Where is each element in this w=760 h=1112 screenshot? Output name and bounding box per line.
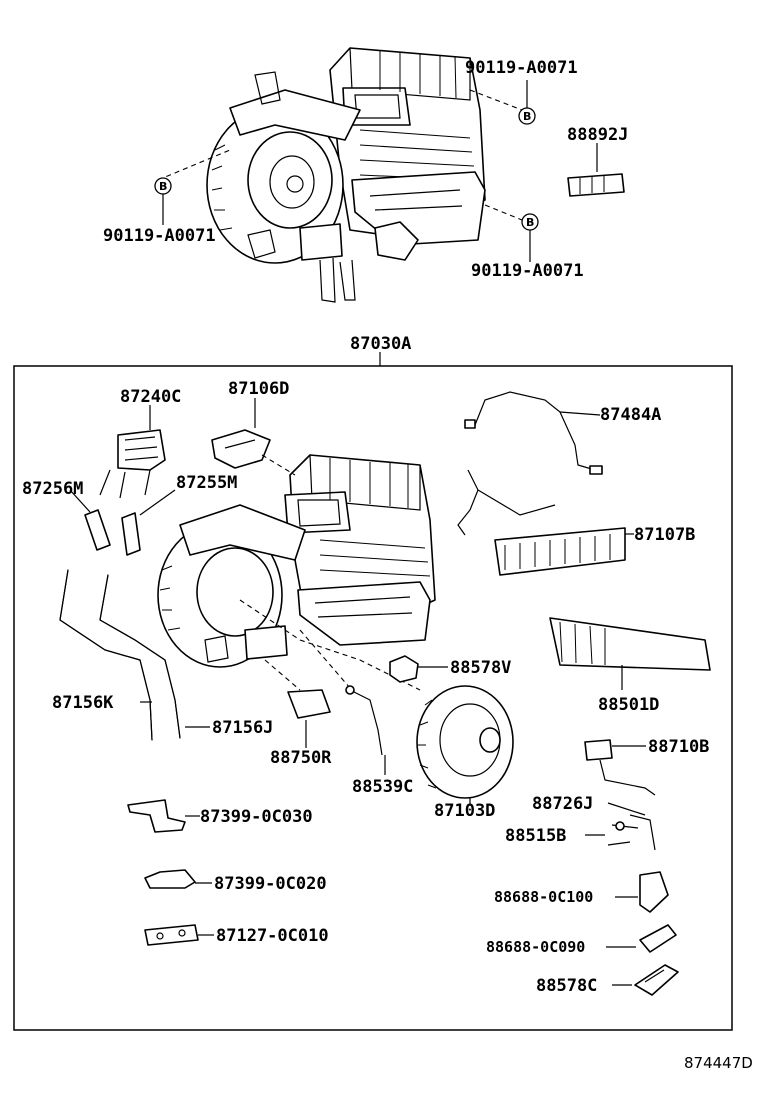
label-88750r: 88750R — [270, 748, 332, 768]
label-88710b: 88710B — [648, 737, 709, 757]
top-callouts: B B B — [154, 80, 625, 366]
diagram-code: 874447D — [684, 1054, 753, 1072]
label-87127-0c010: 87127-0C010 — [216, 926, 329, 946]
part-87127-0c010 — [144, 924, 214, 946]
label-87107b: 87107B — [634, 525, 695, 545]
label-87255m: 87255M — [176, 473, 237, 493]
label-87399-0c020: 87399-0C020 — [214, 874, 327, 894]
label-87106d: 87106D — [228, 379, 289, 399]
label-87484a: 87484A — [600, 405, 661, 425]
part-87156-pipes — [59, 569, 210, 741]
label-88539c: 88539C — [352, 777, 413, 797]
part-87399-0c020 — [144, 869, 212, 889]
part-88578c — [612, 964, 679, 996]
label-87256m: 87256M — [22, 479, 83, 499]
part-88688-0c090 — [606, 924, 677, 953]
part-87107b — [494, 527, 634, 576]
part-88501d — [549, 617, 711, 690]
label-88892j: 88892J — [567, 125, 628, 145]
part-87106d — [211, 398, 296, 476]
part-87484a — [457, 391, 603, 536]
label-87103d: 87103D — [434, 801, 495, 821]
part-88750r — [287, 689, 331, 748]
label-90119-a0071-left: 90119-A0071 — [103, 226, 216, 246]
label-90119-a0071-bottom: 90119-A0071 — [471, 261, 584, 281]
label-87156k: 87156K — [52, 693, 114, 713]
label-88578c: 88578C — [536, 976, 597, 996]
label-87030a: 87030A — [350, 334, 411, 354]
part-87240c — [99, 405, 166, 499]
part-88726j-88515b — [585, 802, 656, 851]
top-heater-unit-assembly — [206, 47, 486, 303]
part-87399-0c030 — [127, 799, 200, 833]
label-88578v: 88578V — [450, 658, 511, 678]
label-88726j: 88726J — [532, 794, 593, 814]
label-87240c: 87240C — [120, 387, 181, 407]
part-88688-0c100 — [615, 871, 669, 913]
bolt-marker-top-right-letter: B — [523, 110, 531, 123]
part-88710b — [584, 739, 656, 796]
label-90119-a0071-top: 90119-A0071 — [465, 58, 578, 78]
part-87103d — [416, 685, 514, 805]
exploded-heater-unit — [157, 454, 436, 691]
label-87399-0c030: 87399-0C030 — [200, 807, 313, 827]
part-88539c — [345, 685, 386, 775]
label-88688-0c100: 88688-0C100 — [494, 888, 593, 906]
bolt-marker-bottom-right-letter: B — [526, 216, 534, 229]
label-88501d: 88501D — [598, 695, 659, 715]
part-88578v — [389, 655, 448, 683]
exploded-view-frame — [13, 365, 733, 1031]
label-88515b: 88515B — [505, 826, 566, 846]
label-87156j: 87156J — [212, 718, 273, 738]
clip-88892j — [567, 173, 625, 197]
bolt-marker-left-letter: B — [159, 180, 167, 193]
label-88688-0c090: 88688-0C090 — [486, 938, 585, 956]
part-87256m-87255m-hoses — [69, 489, 176, 556]
